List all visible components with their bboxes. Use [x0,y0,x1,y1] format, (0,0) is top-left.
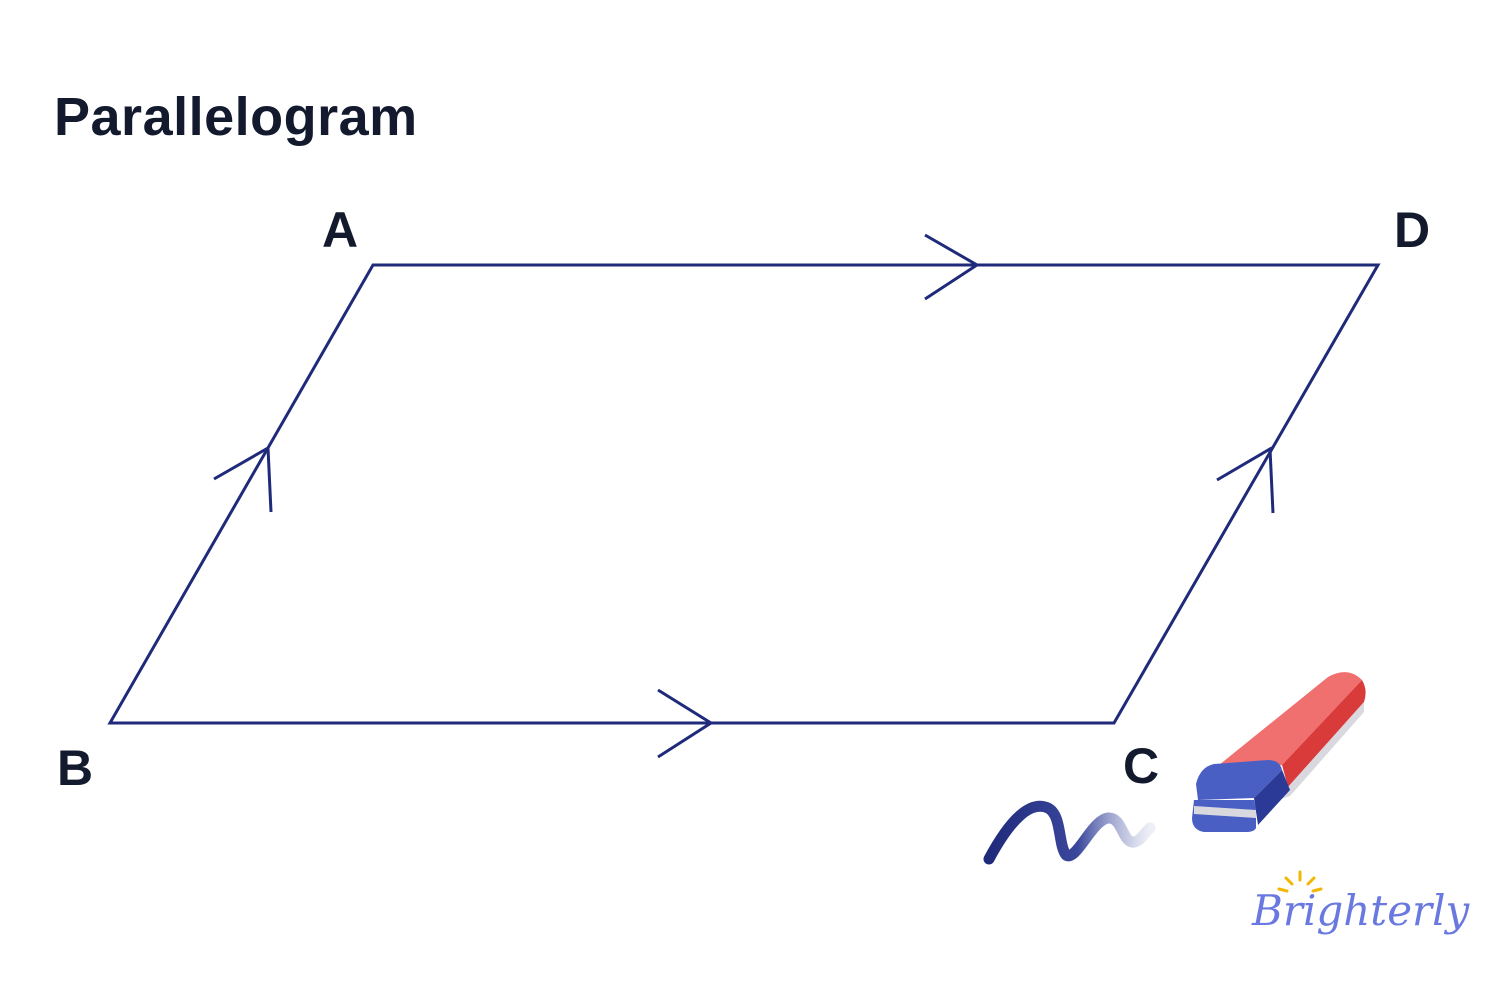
vertex-label-a: A [322,202,358,258]
arrow-mark-ba [213,445,273,513]
scribble-icon [983,800,1156,865]
brand-text: Brighterly [1251,886,1471,935]
vertex-label-b: B [57,740,93,796]
vertex-label-d: D [1394,202,1430,258]
arrow-mark-cd [1216,446,1275,514]
page-title: Parallelogram [54,87,418,147]
sun-icon [1277,870,1323,893]
parallelogram-shape [107,263,1381,725]
eraser-icon [1192,672,1366,832]
arrow-mark-ad [924,233,980,301]
vertex-label-c: C [1123,738,1159,794]
brighterly-logo: Brighterly [1251,870,1471,935]
arrow-mark-bc [657,688,714,759]
